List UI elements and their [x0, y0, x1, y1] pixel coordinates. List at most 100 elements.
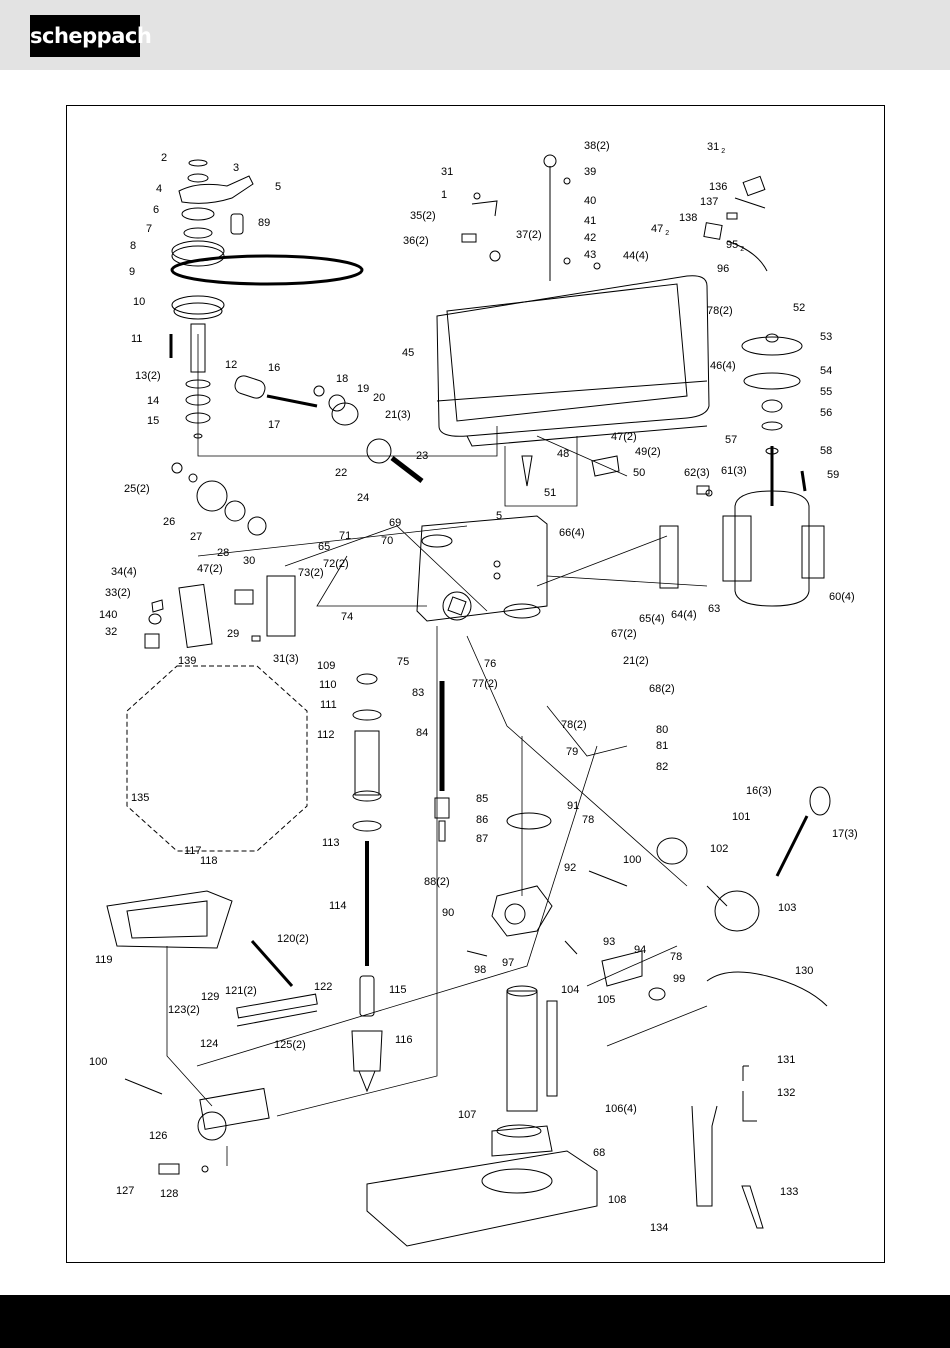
part-label-p47a: 47(2) — [611, 431, 637, 443]
part-label-p49: 49(2) — [635, 446, 661, 458]
part-label-p44: 44(4) — [623, 250, 649, 262]
part-label-p100a: 100 — [623, 854, 641, 866]
part-label-p76: 76 — [484, 658, 496, 670]
part-label-p30: 30 — [243, 555, 255, 567]
part-label-p90: 90 — [442, 907, 454, 919]
part-label-p111: 111 — [320, 699, 337, 711]
part-label-p71: 71 — [339, 530, 351, 542]
part-label-p103: 103 — [778, 902, 796, 914]
part-label-p138: 138 — [679, 212, 697, 224]
part-label-p36: 36(2) — [403, 235, 429, 247]
part-label-p33: 33(2) — [105, 587, 131, 599]
part-label-p25: 25(2) — [124, 483, 150, 495]
part-label-p61: 61(3) — [721, 465, 747, 477]
belt-cover — [436, 154, 710, 487]
part-label-p112: 112 — [317, 729, 335, 741]
part-label-p8: 8 — [130, 240, 136, 252]
part-label-p43: 43 — [584, 249, 596, 261]
part-label-p39: 39 — [584, 166, 596, 178]
brand-logo: scheppach — [30, 15, 152, 57]
part-label-p140: 140 — [99, 609, 117, 621]
part-label-p19: 19 — [357, 383, 369, 395]
part-label-p131: 131 — [777, 1054, 795, 1066]
part-label-p108: 108 — [608, 1194, 626, 1206]
footer-bar — [0, 1295, 950, 1348]
part-label-p80: 80 — [656, 724, 668, 736]
part-label-p10: 10 — [133, 296, 145, 308]
header-bar: scheppach — [0, 0, 950, 70]
part-label-p136: 136 — [709, 181, 727, 193]
part-label-p87: 87 — [476, 833, 488, 845]
part-label-p40: 40 — [584, 195, 596, 207]
part-label-p116: 116 — [395, 1034, 413, 1046]
part-label-p24: 24 — [357, 492, 369, 504]
part-label-p133: 133 — [780, 1186, 798, 1198]
part-label-p110: 110 — [319, 679, 337, 691]
part-label-p14: 14 — [147, 395, 159, 407]
part-label-p123: 123(2) — [168, 1004, 200, 1016]
part-label-p31a: 31 — [441, 166, 453, 178]
part-label-p5a: 5 — [275, 181, 281, 193]
part-label-p117: 117 — [184, 845, 202, 857]
part-label-p20: 20 — [373, 392, 385, 404]
part-label-p68a: 68(2) — [649, 683, 675, 695]
part-label-p18: 18 — [336, 373, 348, 385]
part-label-p120: 120(2) — [277, 933, 309, 945]
part-label-p128: 128 — [160, 1188, 178, 1200]
part-label-p12: 12 — [225, 359, 237, 371]
tools-group — [691, 1065, 764, 1229]
part-label-p63: 63 — [708, 603, 720, 615]
part-label-p15: 15 — [147, 415, 159, 427]
part-label-p17: 17 — [268, 419, 280, 431]
part-label-p52: 52 — [793, 302, 805, 314]
part-label-p109: 109 — [317, 660, 335, 672]
part-label-p57: 57 — [725, 434, 737, 446]
part-label-p22: 22 — [335, 467, 347, 479]
part-label-p54: 54 — [820, 365, 832, 377]
part-label-p4: 4 — [156, 183, 162, 195]
part-label-p27: 27 — [190, 531, 202, 543]
part-label-p13: 13(2) — [135, 370, 161, 382]
part-label-p137: 137 — [700, 196, 718, 208]
part-label-p37: 37(2) — [516, 229, 542, 241]
part-label-p104: 104 — [561, 984, 579, 996]
part-label-p60: 60(4) — [829, 591, 855, 603]
part-label-p75: 75 — [397, 656, 409, 668]
part-label-p134: 134 — [650, 1222, 668, 1234]
motor-group — [659, 333, 825, 607]
part-label-p99: 99 — [673, 973, 685, 985]
part-label-p85: 85 — [476, 793, 488, 805]
part-label-p86: 86 — [476, 814, 488, 826]
part-label-p74: 74 — [341, 611, 353, 623]
part-label-p132: 132 — [777, 1087, 795, 1099]
part-label-p92: 92 — [564, 862, 576, 874]
part-label-p94: 94 — [634, 944, 646, 956]
part-label-p42: 42 — [584, 232, 596, 244]
part-label-p56: 56 — [820, 407, 832, 419]
part-label-p32: 32 — [105, 626, 117, 638]
part-label-p16: 16 — [268, 362, 280, 374]
part-label-p93: 93 — [603, 936, 615, 948]
part-label-p101: 101 — [732, 811, 750, 823]
part-label-p135: 135 — [131, 792, 149, 804]
part-label-p65a: 65 — [318, 541, 330, 553]
part-label-p50: 50 — [633, 467, 645, 479]
part-label-p55: 55 — [820, 386, 832, 398]
part-label-p130: 130 — [795, 965, 813, 977]
part-label-p64: 64(4) — [671, 609, 697, 621]
part-label-p96: 96 — [717, 263, 729, 275]
part-label-p58: 58 — [820, 445, 832, 457]
part-label-p35: 35(2) — [410, 210, 436, 222]
micro-switch-group — [703, 175, 768, 272]
part-label-p46: 46(4) — [710, 360, 736, 372]
column-table-group — [106, 812, 598, 1247]
part-label-p2: 2 — [161, 152, 167, 164]
part-label-p125: 125(2) — [274, 1039, 306, 1051]
part-label-p113: 113 — [322, 837, 340, 849]
part-label-p139: 139 — [178, 655, 196, 667]
part-label-p9: 9 — [129, 266, 135, 278]
part-label-p29: 29 — [227, 628, 239, 640]
